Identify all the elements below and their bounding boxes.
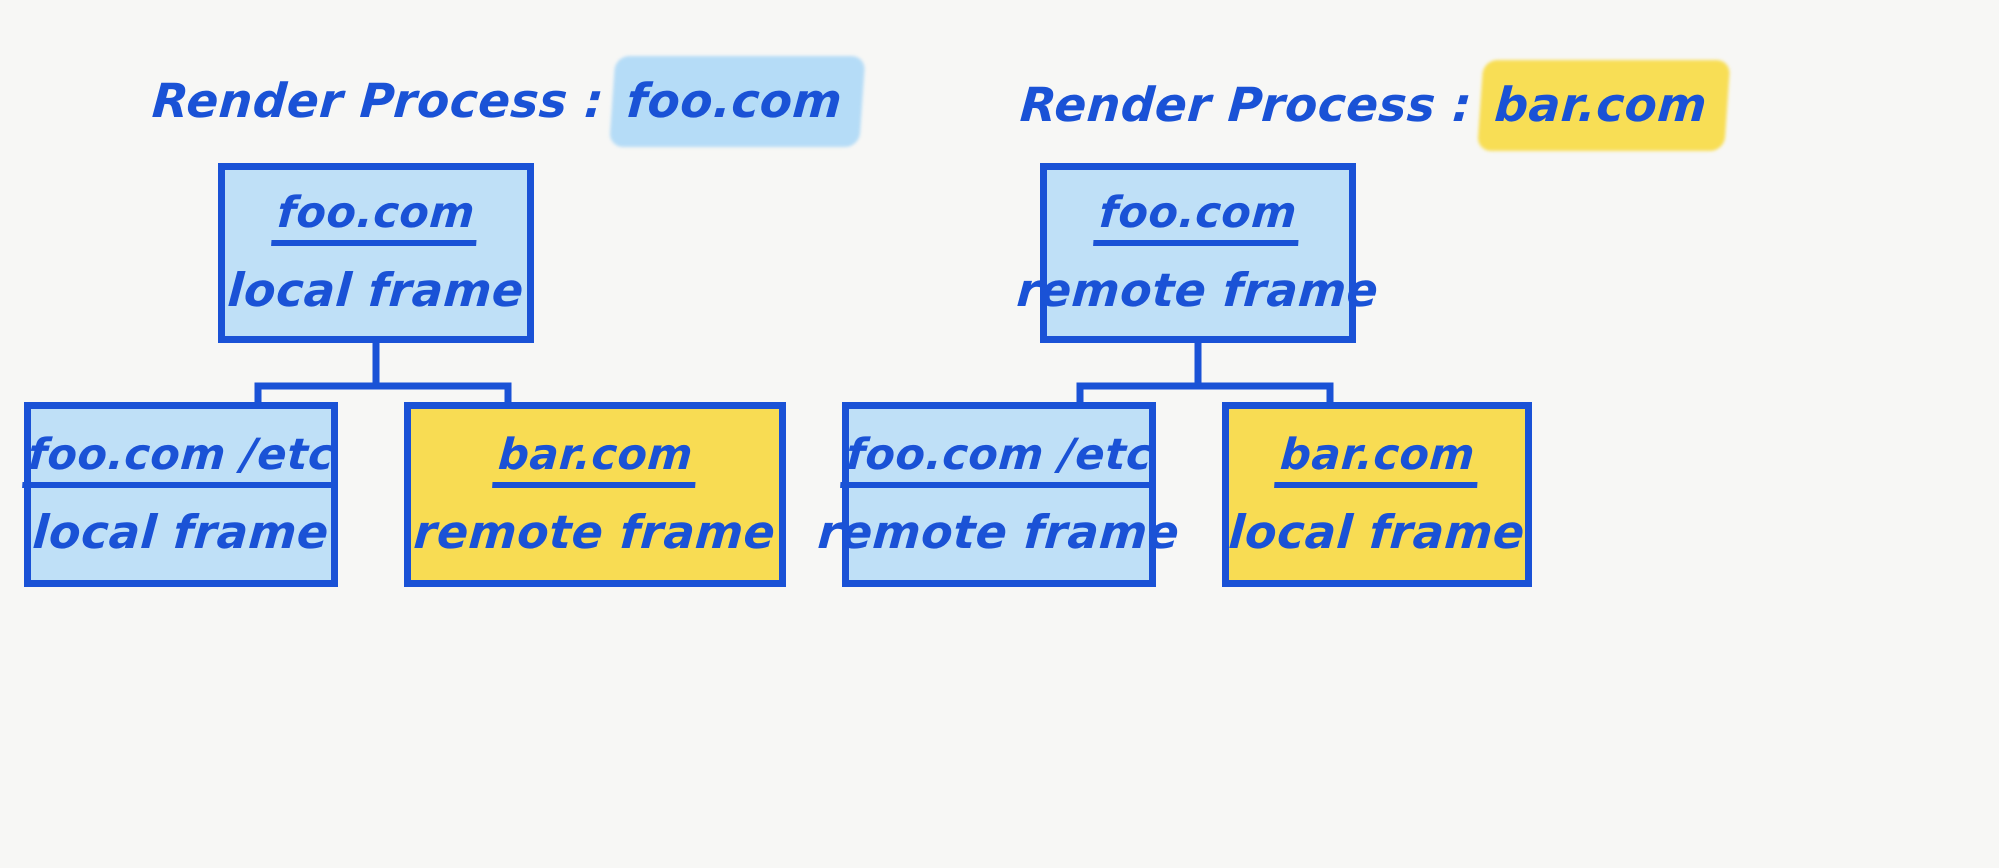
frame-origin: bar.com — [1273, 430, 1481, 488]
frame-box-bar-root[interactable]: foo.com remote frame — [1015, 163, 1381, 343]
render-process-bar-heading-origin-text: bar.com — [1492, 78, 1709, 133]
frame-box-foo-child-etc[interactable]: foo.com /etc local frame — [22, 402, 340, 587]
frame-origin: foo.com — [271, 188, 481, 247]
render-process-bar-heading-origin: bar.com — [1477, 60, 1731, 151]
frame-box-bar-child-etc[interactable]: foo.com /etc remote frame — [816, 402, 1182, 587]
frame-kind: local frame — [226, 263, 526, 318]
render-process-bar-group: Render Process : bar.com foo.com remote … — [816, 0, 1999, 868]
render-process-foo-heading-origin: foo.com — [609, 56, 866, 147]
render-process-bar-heading-label: Render Process : — [1018, 78, 1491, 133]
render-process-bar-heading: Render Process : bar.com — [1018, 60, 1731, 151]
frame-kind: remote frame — [412, 504, 778, 559]
frame-box-foo-child-bar[interactable]: bar.com remote frame — [404, 402, 786, 587]
frame-origin: bar.com — [491, 430, 699, 488]
frame-kind: remote frame — [816, 504, 1182, 559]
frame-kind: local frame — [31, 504, 331, 559]
render-process-foo-heading: Render Process : foo.com — [150, 56, 866, 147]
frame-box-foo-root[interactable]: foo.com local frame — [218, 163, 534, 343]
render-process-foo-group: Render Process : foo.com foo.com local f… — [22, 56, 866, 587]
frame-kind: local frame — [1227, 504, 1527, 559]
frame-origin: foo.com /etc — [22, 430, 340, 488]
render-process-foo-heading-origin-text: foo.com — [624, 74, 845, 129]
frame-box-bar-child-bar[interactable]: bar.com local frame — [1222, 402, 1532, 587]
frame-origin: foo.com /etc — [840, 430, 1158, 488]
frame-kind: remote frame — [1015, 263, 1381, 318]
render-process-foo-heading-label: Render Process : — [150, 74, 623, 129]
frame-origin: foo.com — [1093, 188, 1303, 247]
